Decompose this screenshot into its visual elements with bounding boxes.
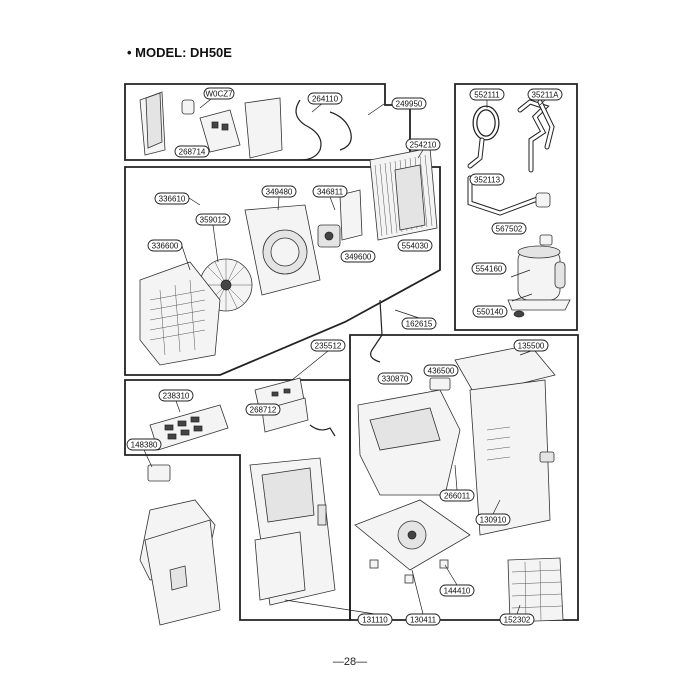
fan-assembly-parts: [139, 147, 438, 366]
control-box-part: [199, 109, 241, 153]
part-label: 266011: [439, 489, 475, 502]
frame-refrigerant: [454, 83, 578, 331]
part-number: 336610: [159, 195, 186, 204]
harness-wire: [295, 99, 322, 161]
part-label: 550140: [472, 305, 508, 318]
valve-part: [535, 192, 551, 208]
bracket-small-part: [147, 464, 171, 482]
part-label: 35211A: [527, 88, 563, 101]
part-number: 268712: [250, 406, 277, 415]
part-label: 162615: [401, 317, 437, 330]
part-number: 235512: [315, 342, 342, 351]
part-number: 152302: [504, 616, 531, 625]
frame-fan-assembly: [124, 166, 441, 376]
part-label: 352113: [469, 173, 505, 186]
part-number: 436500: [428, 367, 455, 376]
part-label: 554030: [397, 239, 433, 252]
part-number: 550140: [477, 308, 504, 317]
part-label: 330870: [377, 372, 413, 385]
part-label: 554160: [471, 262, 507, 275]
part-label: 268714: [174, 145, 210, 158]
capacitor-part: [181, 99, 195, 115]
part-number: 349480: [266, 188, 293, 197]
part-label: 144410: [439, 584, 475, 597]
part-label: 235512: [310, 339, 346, 352]
part-label: 268712: [245, 403, 281, 416]
holder-part: [429, 377, 451, 391]
part-label: 135500: [513, 339, 549, 352]
part-label: 131110: [357, 613, 393, 626]
part-label: 349480: [261, 185, 297, 198]
float-lever-part: [309, 424, 336, 437]
thermistor-part: [370, 299, 383, 363]
part-number: 552111: [474, 91, 500, 100]
part-number: 554160: [476, 265, 503, 274]
part-number: 352113: [474, 176, 501, 185]
part-label: 249950: [391, 97, 427, 110]
part-number: 238310: [163, 392, 190, 401]
part-label: 130411: [405, 613, 441, 626]
part-number: 144410: [444, 587, 471, 596]
part-number: 162615: [406, 320, 433, 329]
air-filter-part: [507, 557, 564, 623]
guard-part: [339, 189, 363, 241]
control-panel-part: [149, 404, 229, 451]
part-label: 238310: [158, 389, 194, 402]
top-left-parts: [139, 91, 385, 161]
part-number: 130411: [410, 616, 437, 625]
scroll-housing-part: [139, 261, 221, 366]
part-label: 436500: [423, 364, 459, 377]
part-number: 264110: [312, 95, 339, 104]
part-number: 330870: [382, 375, 409, 384]
part-label: 567502: [491, 222, 527, 235]
base-cabinet-parts: [354, 299, 564, 623]
part-labels: 249950 W0CZ7 264110 268714 552111 35211A…: [126, 87, 563, 626]
part-number: 130910: [480, 516, 507, 525]
part-number: 35211A: [532, 91, 560, 100]
part-number: 249950: [396, 100, 423, 109]
part-number: W0CZ7: [205, 90, 233, 99]
part-label: 349600: [340, 250, 376, 263]
frame-base-cabinet: [349, 334, 579, 621]
refrigerant-parts: [467, 99, 571, 318]
leader-lines: [143, 99, 546, 615]
part-number: 349600: [345, 253, 372, 262]
rear-cabinet-part: [469, 379, 551, 536]
part-label: W0CZ7: [203, 87, 235, 100]
part-number: 336600: [152, 242, 179, 251]
part-number: 554030: [402, 242, 429, 251]
part-label: 346811: [312, 185, 348, 198]
part-number: 135500: [518, 342, 545, 351]
part-number: 148380: [131, 441, 158, 450]
part-label: 264110: [307, 92, 343, 105]
bracket-part: [244, 97, 283, 159]
part-number: 567502: [496, 225, 523, 234]
part-number: 268714: [179, 148, 206, 157]
part-number: 266011: [444, 492, 471, 501]
part-number: 346811: [317, 188, 344, 197]
part-label: 148380: [126, 438, 162, 451]
grommet-part: [513, 310, 525, 318]
model-title: • MODEL: DH50E: [127, 45, 232, 60]
part-number: 359012: [200, 216, 227, 225]
part-number: 254210: [410, 141, 437, 150]
part-label: 552111: [469, 88, 505, 101]
part-label: 152302: [499, 613, 535, 626]
part-label: 130910: [475, 513, 511, 526]
part-label: 336600: [147, 239, 183, 252]
front-parts: [139, 377, 336, 626]
part-label: 359012: [195, 213, 231, 226]
part-label: 336610: [154, 192, 190, 205]
page-number: —28—: [332, 656, 368, 668]
top-cover-part: [454, 344, 556, 396]
part-label: 254210: [405, 138, 441, 151]
part-number: 131110: [362, 616, 388, 625]
